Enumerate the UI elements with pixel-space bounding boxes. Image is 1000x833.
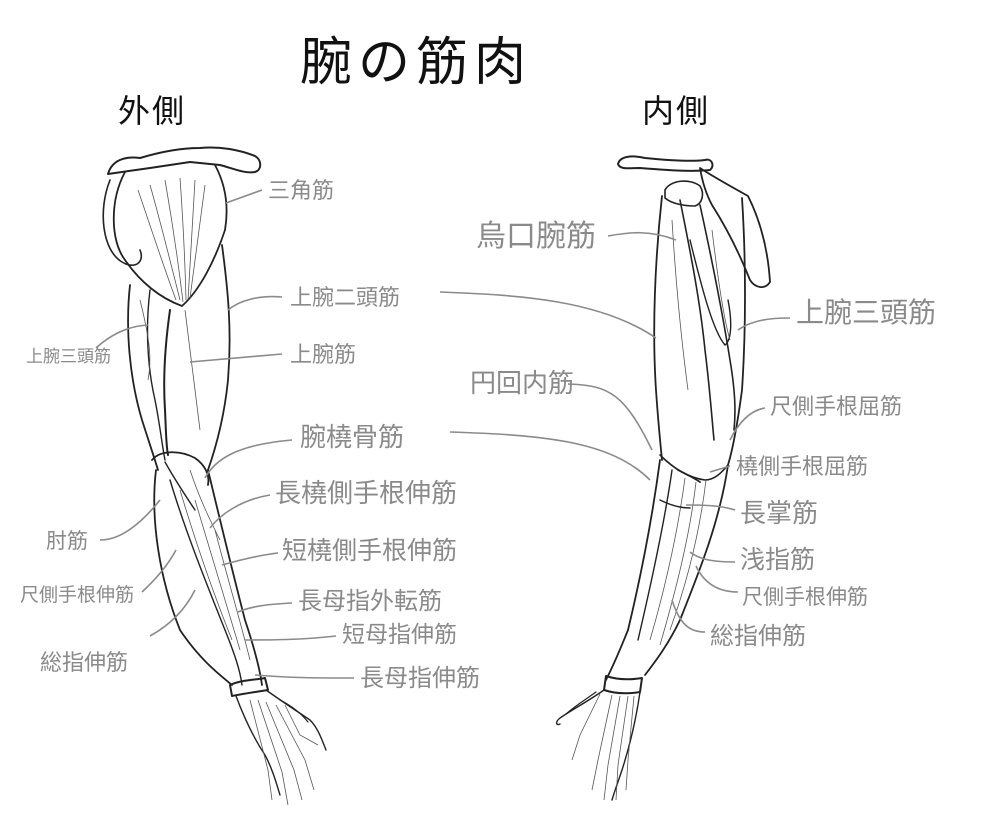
label-abductor-pollicis-longus: 長母指外転筋 xyxy=(298,587,442,615)
outer-side-heading: 外側 xyxy=(118,92,186,130)
label-flexor-carpi-ulnaris: 尺側手根屈筋 xyxy=(770,395,902,420)
outer-leader-lines xyxy=(95,189,355,679)
inner-labels: 烏口腕筋 上腕三頭筋 円回内筋 尺側手根屈筋 橈側手根屈筋 長掌筋 浅指筋 尺側… xyxy=(470,219,936,650)
label-flexor-digitorum-superficialis: 浅指筋 xyxy=(740,545,815,574)
outer-arm-drawing xyxy=(102,146,327,806)
label-extensor-carpi-ulnaris-inner: 尺側手根伸筋 xyxy=(742,585,868,609)
outer-labels: 三角筋 上腕二頭筋 上腕三頭筋 上腕筋 腕橈骨筋 長橈側手根伸筋 肘筋 短橈側手… xyxy=(20,179,480,692)
label-anconeus: 肘筋 xyxy=(46,529,88,553)
label-triceps-brachii-inner: 上腕三頭筋 xyxy=(796,296,936,329)
label-biceps-brachii-outer: 上腕二頭筋 xyxy=(290,286,400,311)
diagram-title: 腕の筋肉 xyxy=(300,33,532,93)
label-triceps-brachii-outer: 上腕三頭筋 xyxy=(26,347,111,367)
label-coracobrachialis: 烏口腕筋 xyxy=(476,219,596,254)
label-brachioradialis: 腕橈骨筋 xyxy=(300,423,404,453)
label-extensor-carpi-ulnaris-outer: 尺側手根伸筋 xyxy=(20,584,134,606)
label-extensor-digitorum-outer: 総指伸筋 xyxy=(40,651,128,676)
label-brachialis: 上腕筋 xyxy=(290,343,356,368)
label-extensor-pollicis-brevis: 短母指伸筋 xyxy=(342,622,457,648)
label-extensor-carpi-radialis-brevis: 短橈側手根伸筋 xyxy=(282,536,457,565)
label-extensor-carpi-radialis-longus: 長橈側手根伸筋 xyxy=(275,479,457,509)
label-deltoid: 三角筋 xyxy=(268,179,334,204)
label-pronator-teres: 円回内筋 xyxy=(470,369,574,399)
label-extensor-digitorum-inner: 総指伸筋 xyxy=(710,622,806,650)
label-palmaris-longus: 長掌筋 xyxy=(740,499,818,529)
inner-leader-lines xyxy=(439,231,791,633)
label-extensor-pollicis-longus: 長母指伸筋 xyxy=(360,664,480,692)
inner-side-heading: 内側 xyxy=(642,92,710,130)
label-flexor-carpi-radialis: 橈側手根屈筋 xyxy=(736,455,868,480)
